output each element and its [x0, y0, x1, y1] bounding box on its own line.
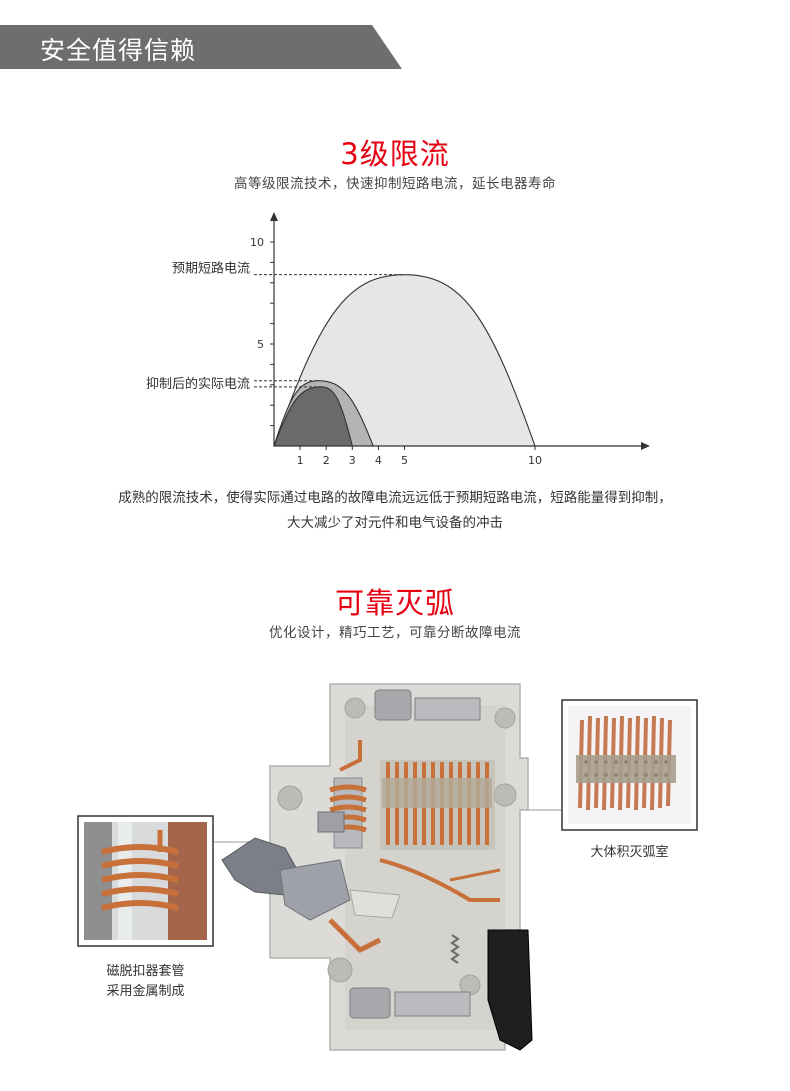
x-tick-label: 3 [349, 454, 356, 467]
left-caption-line1: 磁脱扣器套管 [106, 964, 185, 979]
y-tick-label: 10 [250, 236, 264, 249]
annotation-prospective-current: 预期短路电流 [172, 261, 250, 277]
section1-description-line2: 大大减少了对元件和电气设备的冲击 [287, 515, 503, 531]
x-tick-label: 5 [401, 454, 408, 467]
section1-subtitle: 高等级限流技术，快速抑制短路电流，延长电器寿命 [234, 176, 556, 192]
section1-description-line1: 成熟的限流技术，使得实际通过电路的故障电流远远低于预期短路电流，短路能量得到抑制… [118, 490, 672, 506]
magnetic-trip-tube-inset [77, 815, 214, 947]
banner-title: 安全值得信赖 [40, 36, 197, 65]
left-caption: 磁脱扣器套管 采用金属制成 [78, 962, 213, 1002]
right-caption: 大体积灭弧室 [590, 845, 669, 860]
section1-title: 3级限流 [340, 137, 450, 171]
section-banner: 安全值得信赖 [0, 25, 402, 69]
left-caption-line2: 采用金属制成 [106, 984, 185, 999]
y-tick-label: 5 [257, 338, 264, 351]
section2-title: 可靠灭弧 [334, 586, 455, 620]
x-tick-label: 4 [375, 454, 382, 467]
y-axis-arrow [270, 212, 278, 221]
x-tick-label: 2 [323, 454, 330, 467]
x-tick-label: 10 [528, 454, 542, 467]
arc-chute-inset [561, 699, 698, 831]
arc-chute-plates [380, 760, 495, 850]
circuit-breaker-cutaway-image [77, 683, 698, 1051]
x-tick-label: 1 [297, 454, 304, 467]
annotation-limited-current: 抑制后的实际电流 [146, 376, 250, 392]
section2-subtitle: 优化设计，精巧工艺，可靠分断故障电流 [269, 625, 521, 641]
x-axis-arrow [641, 442, 650, 450]
